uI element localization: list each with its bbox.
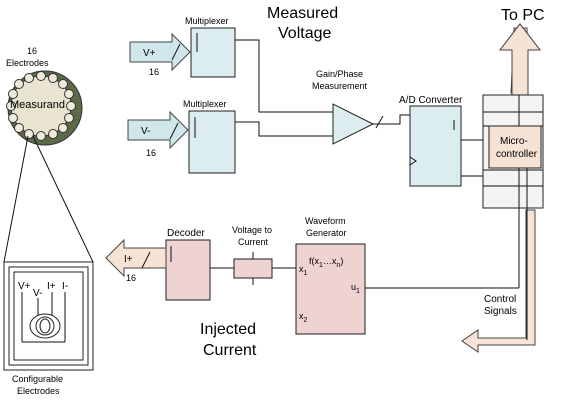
injected-current-title-line2: Current <box>203 342 257 359</box>
vminus-label: V- <box>141 126 150 137</box>
decoder-label: Decoder <box>167 228 205 239</box>
electrode-ring <box>6 70 83 146</box>
multiplexer-1 <box>190 27 236 78</box>
waveform-label-line2: Generator <box>306 228 347 238</box>
microcontroller-core <box>488 125 542 169</box>
iplus-output-arrow <box>105 238 167 278</box>
v2c-label-line1: Voltage to <box>232 225 272 235</box>
vminus-input-arrow <box>127 110 189 150</box>
to-pc-arrow-shaft <box>498 23 542 96</box>
config-pin-iplus: I+ <box>47 281 56 292</box>
control-signals-label-line1: Control <box>484 294 516 305</box>
config-pin-iminus: I- <box>62 281 68 292</box>
measurand-label: Measurand <box>10 99 65 111</box>
gain-phase-amplifier <box>332 103 375 145</box>
configurable-label-line2: Electrodes <box>17 386 60 396</box>
injected-current-title-line1: Injected <box>200 321 256 338</box>
vplus-input-arrow <box>129 32 191 72</box>
voltage-to-current-block <box>233 258 273 279</box>
bus16-b-label: 16 <box>146 148 156 158</box>
measured-voltage-title-line1: Measured <box>267 5 338 22</box>
adc-label: A/D Converter <box>399 95 463 106</box>
control-signals-label-line2: Signals <box>484 306 517 317</box>
to-pc-label: To PC <box>501 7 545 24</box>
v2c-label-line2: Current <box>238 237 269 247</box>
configurable-electrodes-box <box>3 261 94 371</box>
waveform-generator <box>295 243 366 335</box>
gain-phase-label-line1: Gain/Phase <box>316 69 363 79</box>
measured-voltage-title-line2: Voltage <box>278 25 331 42</box>
control-signals-arrow <box>461 209 536 353</box>
vplus-label: V+ <box>143 48 156 59</box>
multiplexer-2 <box>188 110 236 174</box>
iplus-label: I+ <box>124 254 133 265</box>
electrodes-word-label: Electrodes <box>6 58 49 68</box>
bus16-c-label: 16 <box>126 273 136 283</box>
bus16-a-label: 16 <box>149 67 159 77</box>
configurable-label-line1: Configurable <box>12 374 63 384</box>
multiplexer-2-title: Multiplexer <box>183 99 227 109</box>
config-pin-vplus: V+ <box>18 281 31 292</box>
adc-block <box>409 105 462 187</box>
u1-port-label: u1 <box>351 282 360 295</box>
microcontroller-label-line2: controller <box>496 149 538 160</box>
waveform-label-line1: Waveform <box>305 216 346 226</box>
x2-port-label: x2 <box>299 311 308 324</box>
multiplexer-1-title: Multiplexer <box>185 16 229 26</box>
microcontroller-label-line1: Micro- <box>500 136 528 147</box>
x1-port-label: x1 <box>299 264 308 277</box>
config-pin-vminus: V- <box>33 288 42 299</box>
electrodes-count-label: 16 <box>27 46 37 56</box>
gain-phase-label-line2: Measurement <box>312 81 368 91</box>
decoder-block <box>165 239 211 301</box>
fx-label: f(x1…xn) <box>309 256 343 269</box>
